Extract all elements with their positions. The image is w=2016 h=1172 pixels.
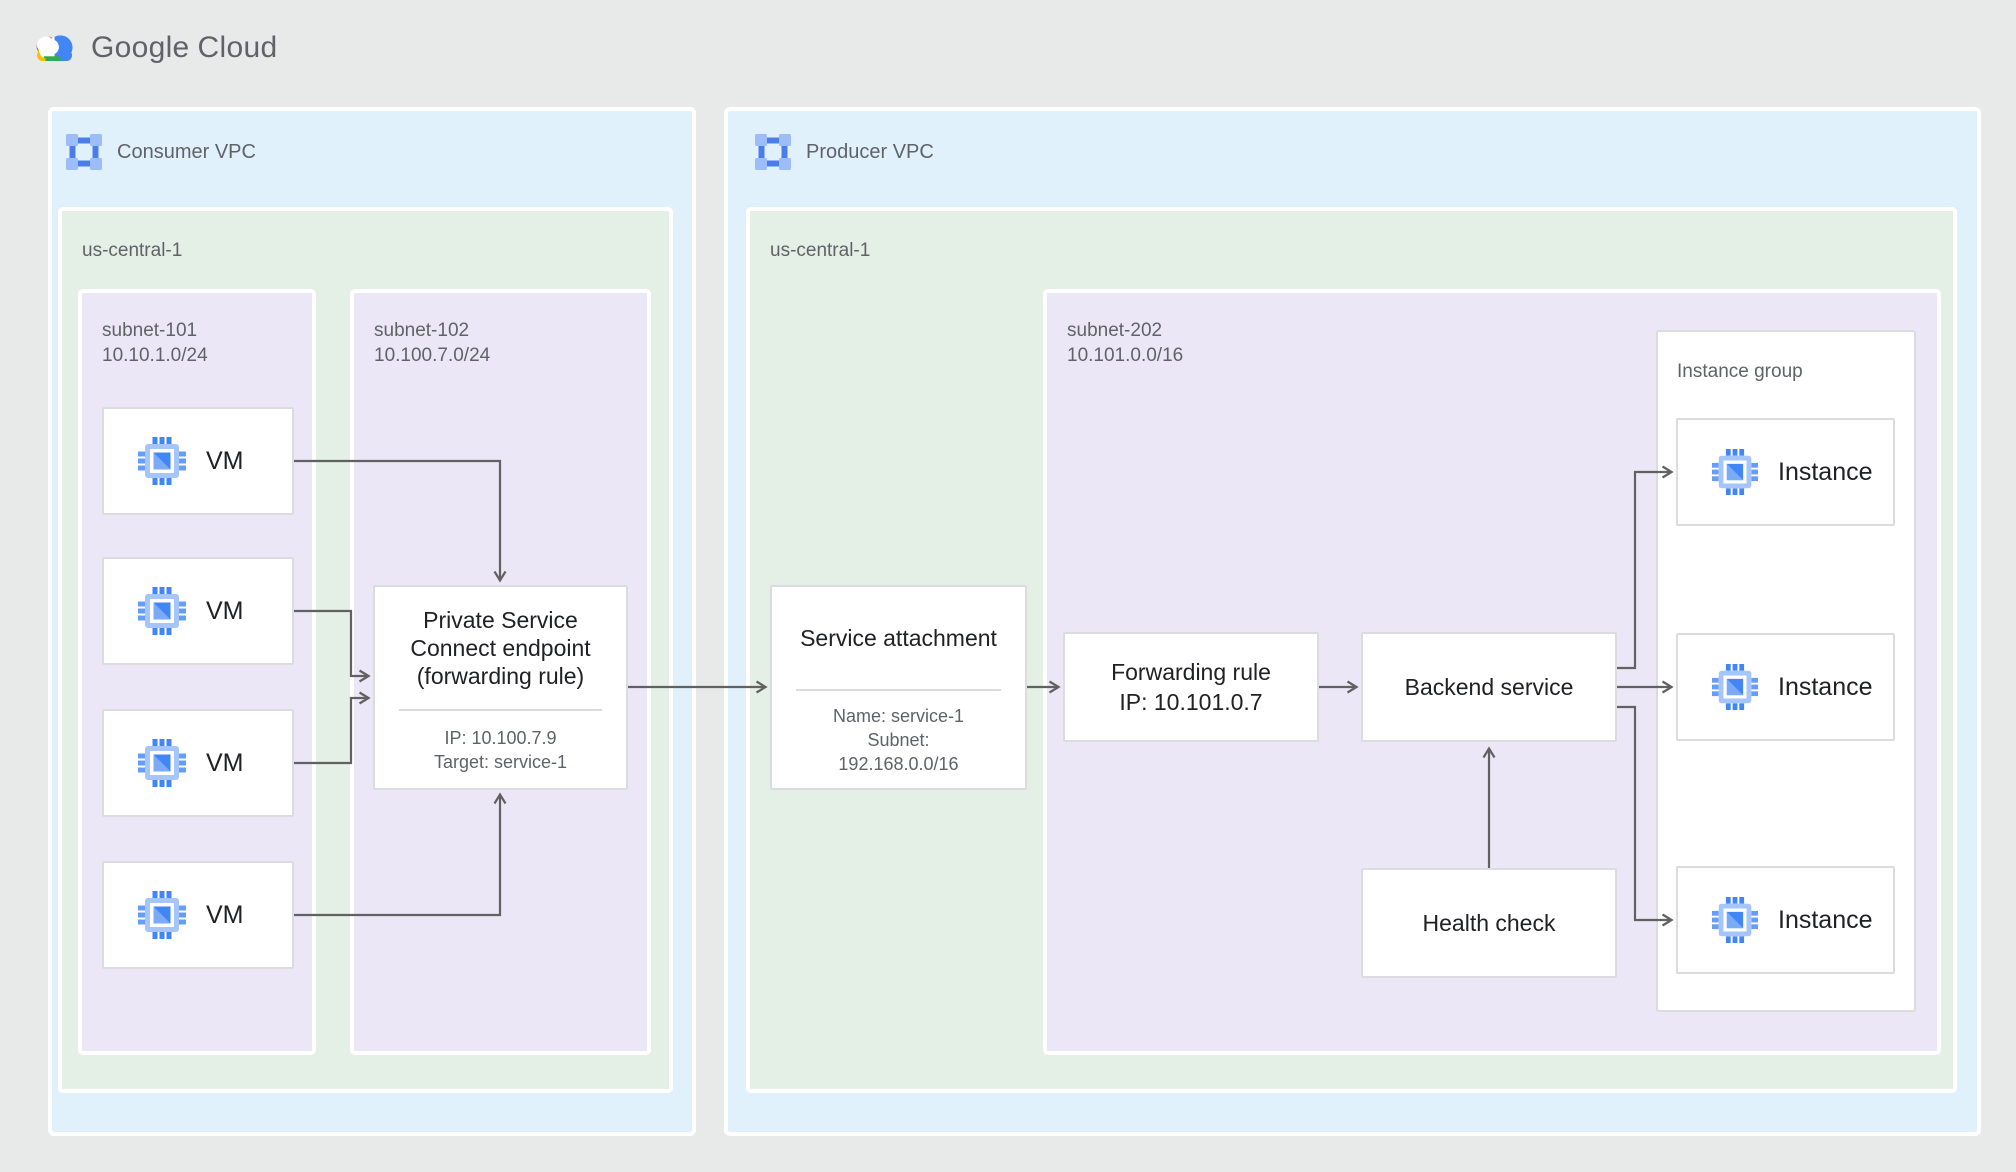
instance-label: Instance — [1778, 672, 1873, 701]
vpc-network-icon — [66, 134, 102, 170]
instance-node-1: Instance — [1676, 418, 1895, 526]
vm-node-2: VM — [102, 557, 294, 665]
subnet-101-label: subnet-101 10.10.1.0/24 — [102, 320, 208, 366]
vm-label: VM — [206, 446, 244, 475]
consumer-vpc-container: Consumer VPC us-central-1 subnet-101 10.… — [48, 107, 696, 1136]
subnet-202: subnet-202 10.101.0.0/16 Forwarding rule… — [1043, 289, 1941, 1055]
compute-engine-icon — [138, 891, 186, 939]
health-check-title: Health check — [1422, 910, 1556, 936]
instance-label: Instance — [1778, 905, 1873, 934]
forwarding-rule-node: Forwarding rule IP: 10.101.0.7 — [1063, 632, 1319, 742]
compute-engine-icon — [138, 739, 186, 787]
producer-region: us-central-1 Service attachment Name: se… — [746, 207, 1957, 1093]
backend-service-title: Backend service — [1404, 674, 1574, 700]
logo-cloud: Cloud — [197, 31, 278, 64]
vm-node-1: VM — [102, 407, 294, 515]
node-divider — [399, 709, 602, 711]
forwarding-rule-title: Forwarding rule — [1111, 659, 1271, 685]
instance-node-3: Instance — [1676, 866, 1895, 974]
psc-endpoint-details: IP: 10.100.7.9 Target: service-1 — [433, 727, 568, 772]
google-cloud-icon — [36, 35, 73, 62]
producer-vpc-container: Producer VPC us-central-1 Service attach… — [724, 107, 1981, 1136]
forwarding-rule-ip: IP: 10.101.0.7 — [1119, 689, 1263, 715]
compute-engine-icon — [1712, 664, 1758, 710]
producer-region-label: us-central-1 — [770, 240, 871, 261]
compute-engine-icon — [138, 437, 186, 485]
compute-engine-icon — [1712, 449, 1758, 495]
node-divider — [796, 689, 1001, 691]
logo-google: Google — [91, 31, 190, 64]
consumer-region-label: us-central-1 — [82, 240, 183, 261]
compute-engine-icon — [1712, 897, 1758, 943]
consumer-vpc-header: Consumer VPC — [63, 131, 256, 173]
consumer-vpc-label: Consumer VPC — [117, 140, 256, 163]
subnet-102-label: subnet-102 10.100.7.0/24 — [374, 320, 491, 366]
vpc-network-icon — [755, 134, 791, 170]
psc-endpoint-node: Private Service Connect endpoint (forwar… — [373, 585, 628, 790]
consumer-region: us-central-1 subnet-101 10.10.1.0/24 VM — [58, 207, 673, 1093]
service-attachment-title: Service attachment — [800, 625, 997, 651]
producer-vpc-label: Producer VPC — [806, 140, 934, 163]
vm-label: VM — [206, 596, 244, 625]
instance-node-2: Instance — [1676, 633, 1895, 741]
vm-node-3: VM — [102, 709, 294, 817]
instance-label: Instance — [1778, 457, 1873, 486]
backend-service-node: Backend service — [1361, 632, 1617, 742]
producer-vpc-header: Producer VPC — [752, 131, 934, 173]
health-check-node: Health check — [1361, 868, 1617, 978]
subnet-101: subnet-101 10.10.1.0/24 VM — [78, 289, 316, 1055]
instance-group-label: Instance group — [1677, 361, 1803, 382]
service-attachment-details: Name: service-1 Subnet: 192.168.0.0/16 — [832, 705, 965, 774]
vm-label: VM — [206, 900, 244, 929]
psc-endpoint-title: Private Service Connect endpoint (forwar… — [410, 607, 591, 689]
compute-engine-icon — [138, 587, 186, 635]
subnet-102: subnet-102 10.100.7.0/24 Private Service… — [350, 289, 651, 1055]
vm-node-4: VM — [102, 861, 294, 969]
service-attachment-node: Service attachment Name: service-1 Subne… — [770, 585, 1027, 790]
vm-label: VM — [206, 748, 244, 777]
instance-group-container: Instance group Instance — [1656, 330, 1916, 1012]
subnet-202-label: subnet-202 10.101.0.0/16 — [1067, 320, 1184, 366]
